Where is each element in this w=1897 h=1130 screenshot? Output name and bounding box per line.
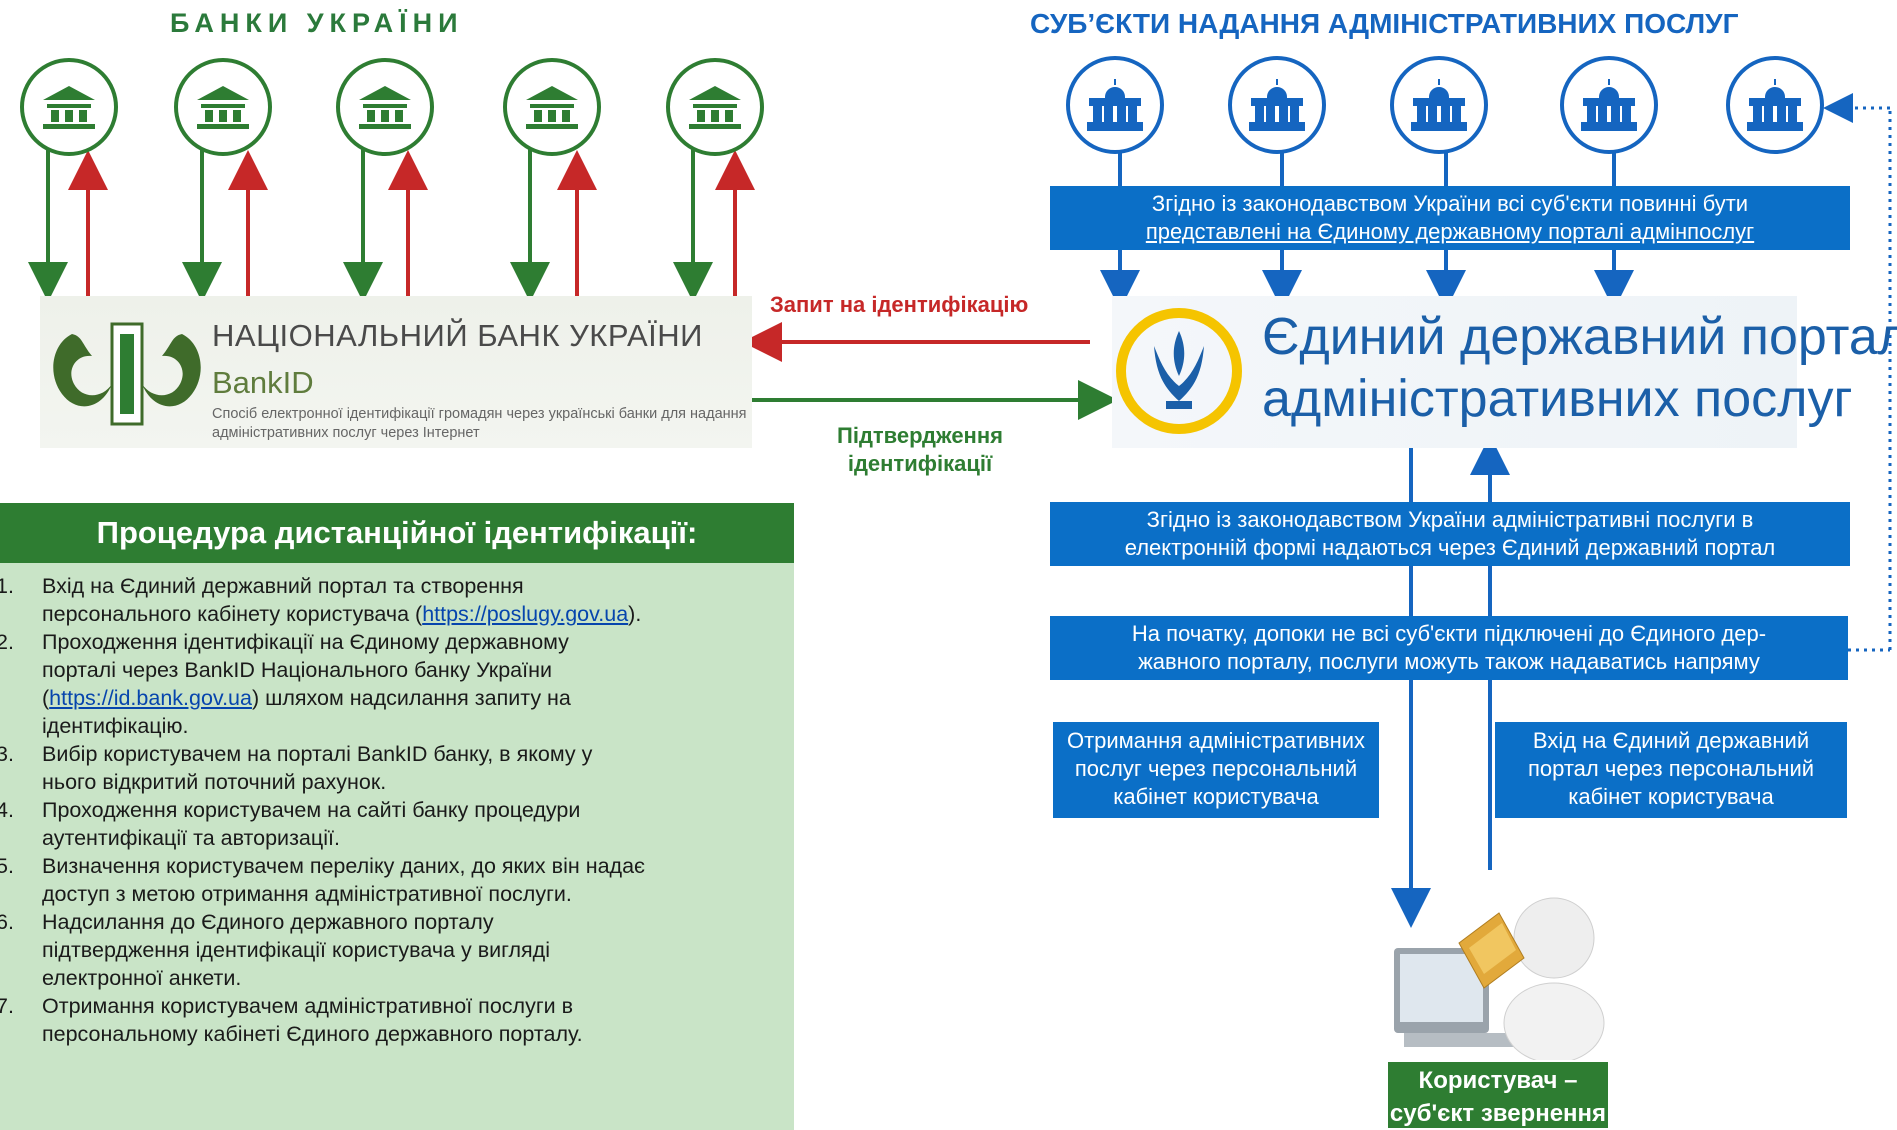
gov-circle-1[interactable]	[1066, 56, 1164, 154]
step-2-line1: Проходження ідентифікації на Єдиному дер…	[42, 630, 569, 654]
bank-building-icon	[526, 86, 578, 129]
direct-services-line2: жавного порталу, послуги можуть також на…	[1138, 649, 1760, 674]
unified-portal-panel[interactable]	[1112, 296, 1797, 448]
receive-line3: кабінет користувача	[1113, 784, 1319, 809]
bank-building-icon	[43, 86, 95, 129]
procedure-list: 1. Вхід на Єдиний державний портал та ст…	[0, 572, 800, 1048]
bank-circle-5[interactable]	[666, 58, 764, 156]
step-5-line2: доступ з метою отримання адміністративно…	[42, 882, 572, 906]
enter-portal-box: Вхід на Єдиний державний портал через пе…	[1495, 722, 1847, 818]
bank-circle-4[interactable]	[503, 58, 601, 156]
bankid-link[interactable]: https://id.bank.gov.ua	[49, 686, 252, 710]
request-label: Запит на ідентифікацію	[770, 292, 1029, 317]
gov-circle-5[interactable]	[1726, 56, 1824, 154]
procedure-step-3: 3. Вибір користувачем на порталі BankID …	[0, 740, 800, 796]
step-3-line1: Вибір користувачем на порталі BankID бан…	[42, 742, 593, 766]
step-5-line1: Визначення користувачем переліку даних, …	[42, 854, 646, 878]
government-building-icon	[1411, 79, 1467, 131]
step-6-line1: Надсилання до Єдиного державного порталу	[42, 910, 494, 934]
bank-building-icon	[689, 86, 741, 129]
step-6-line2: підтвердження ідентифікації користувача …	[42, 938, 551, 962]
step-number: 3.	[0, 742, 14, 766]
bank-building-icon	[359, 86, 411, 129]
gov-subjects-title: СУБ’ЄКТИ НАДАННЯ АДМІНІСТРАТИВНИХ ПОСЛУГ	[1030, 8, 1739, 39]
bank-circle-3[interactable]	[336, 58, 434, 156]
step-1-after: ).	[628, 602, 642, 626]
law-services-line2: електронній формі надаються через Єдиний…	[1124, 535, 1776, 560]
receive-line1: Отримання адміністративних	[1066, 728, 1366, 753]
procedure-step-6: 6. Надсилання до Єдиного державного порт…	[0, 908, 800, 992]
receive-services-box: Отримання адміністративних послуг через …	[1053, 722, 1379, 818]
trident-icon	[1116, 308, 1242, 434]
enter-line1: Вхід на Єдиний державний	[1532, 728, 1810, 753]
government-building-icon	[1581, 79, 1637, 131]
law-subjects-box: Згідно із законодавством України всі суб…	[1050, 186, 1850, 250]
gov-circle-2[interactable]	[1228, 56, 1326, 154]
procedure-step-4: 4. Проходження користувачем на сайті бан…	[0, 796, 800, 852]
step-7-line1: Отримання користувачем адміністративної …	[42, 994, 574, 1018]
law-subjects-line2: представлені на Єдиному державному порта…	[1145, 219, 1755, 244]
direct-services-box: На початку, допоки не всі суб'єкти підкл…	[1050, 616, 1848, 680]
nbu-title: НАЦІОНАЛЬНИЙ БАНК УКРАЇНИ	[212, 318, 703, 353]
confirmation-line1: Підтвердження	[837, 423, 1003, 448]
step-3-line2: нього відкритий поточний рахунок.	[42, 770, 387, 794]
law-subjects-line1: Згідно із законодавством України всі суб…	[1151, 191, 1749, 216]
government-building-icon	[1747, 79, 1803, 131]
step-1-text: персонального кабінету користувача (	[42, 602, 423, 626]
step-4-line1: Проходження користувачем на сайті банку …	[42, 798, 581, 822]
receive-line2: послуг через персональний	[1074, 756, 1358, 781]
procedure-step-7: 7. Отримання користувачем адміністративн…	[0, 992, 800, 1048]
step-number: 6.	[0, 910, 14, 934]
procedure-step-1: 1. Вхід на Єдиний державний портал та ст…	[0, 572, 800, 628]
step-1-line1: Вхід на Єдиний державний портал та створ…	[42, 574, 524, 598]
gov-circle-3[interactable]	[1390, 56, 1488, 154]
step-2-line3: (https://id.bank.gov.ua) шляхом надсилан…	[42, 686, 571, 710]
poslugy-link[interactable]: https://poslugy.gov.ua	[422, 602, 629, 626]
bankid-description: Спосіб електронної ідентифікації громадя…	[212, 406, 747, 441]
law-services-box: Згідно із законодавством України адмініс…	[1050, 502, 1850, 566]
user-computer-icon	[1394, 897, 1605, 1063]
step-1-line2: персонального кабінету користувача (http…	[42, 600, 800, 628]
confirmation-label: Підтвердження ідентифікації	[790, 422, 1050, 478]
law-services-line1: Згідно із законодавством України адмініс…	[1146, 507, 1754, 532]
bankid-label: BankID	[212, 365, 314, 400]
nbu-bankid-panel[interactable]	[40, 296, 752, 448]
procedure-panel	[0, 563, 794, 1130]
user-label: Користувач – суб'єкт звернення	[1386, 1060, 1610, 1130]
confirmation-line2: ідентифікації	[847, 451, 993, 476]
gov-circle-4[interactable]	[1560, 56, 1658, 154]
bank-circle-1[interactable]	[20, 58, 118, 156]
banks-title: БАНКИ УКРАЇНИ	[170, 8, 464, 38]
bank-down-arrows	[28, 140, 713, 302]
step-2-line4: ідентифікацію.	[42, 714, 189, 738]
procedure-step-2: 2. Проходження ідентифікації на Єдиному …	[0, 628, 800, 740]
step-6-line3: електронної анкети.	[42, 966, 242, 990]
step-2-line2: порталі через BankID Національного банку…	[42, 658, 552, 682]
nbu-emblem-icon	[53, 322, 201, 426]
enter-line2: портал через персональний	[1527, 756, 1815, 781]
step-4-line2: аутентифікації та авторизації.	[42, 826, 340, 850]
portal-title-line2: адміністративних послуг	[1262, 370, 1853, 428]
direct-service-connector	[1823, 93, 1892, 652]
step-number: 4.	[0, 798, 14, 822]
portal-title: Єдиний державний портал адміністративних…	[1262, 306, 1897, 430]
portal-title-line1: Єдиний державний портал	[1262, 308, 1897, 366]
enter-line3: кабінет користувача	[1568, 784, 1774, 809]
step-2-after: ) шляхом надсилання запиту на	[251, 686, 571, 710]
bank-up-arrows	[68, 150, 755, 296]
step-number: 1.	[0, 574, 14, 598]
procedure-step-5: 5. Визначення користувачем переліку дани…	[0, 852, 800, 908]
government-building-icon	[1249, 79, 1305, 131]
step-number: 7.	[0, 994, 14, 1018]
government-building-icon	[1087, 79, 1143, 131]
step-number: 5.	[0, 854, 14, 878]
step-7-line2: персональному кабінеті Єдиного державног…	[42, 1022, 583, 1046]
step-number: 2.	[0, 630, 14, 654]
bank-circle-2[interactable]	[174, 58, 272, 156]
procedure-header: Процедура дистанційної ідентифікації:	[0, 503, 794, 563]
direct-services-line1: На початку, допоки не всі суб'єкти підкл…	[1131, 621, 1767, 646]
user-line1: Користувач –	[1418, 1067, 1578, 1094]
user-line2: суб'єкт звернення	[1389, 1100, 1607, 1127]
bank-building-icon	[197, 86, 249, 129]
